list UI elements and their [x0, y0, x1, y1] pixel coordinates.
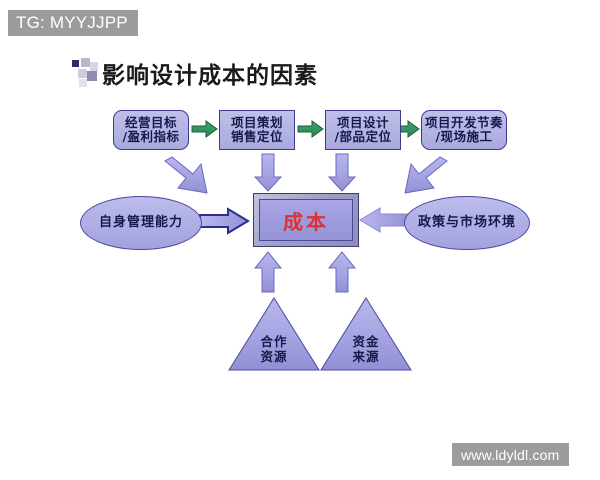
process-step-4-line2: /现场施工: [435, 129, 493, 144]
influence-left-triangle[interactable]: 合作 资源: [228, 297, 320, 371]
influence-left-triangle-label: 合作 资源: [228, 335, 320, 364]
influence-right-triangle-line1: 资金: [352, 334, 380, 350]
process-step-2-line1: 项目策划: [230, 114, 283, 130]
influence-left-ellipse[interactable]: 自身管理能力: [80, 196, 202, 250]
arrow-right-ellipse-to-center: [359, 207, 411, 233]
watermark-bottom: www.ldyldl.com: [452, 443, 569, 466]
influence-right-triangle[interactable]: 资金 来源: [320, 297, 412, 371]
process-step-1[interactable]: 经营目标 /盈利指标: [113, 110, 189, 150]
process-step-1-line2: /盈利指标: [122, 129, 180, 144]
influence-left-triangle-line1: 合作: [260, 334, 288, 350]
process-step-4-line1: 项目开发节奏: [424, 114, 503, 130]
connector-arrow-2: [297, 120, 324, 138]
center-cost-inner: 成本: [259, 199, 353, 241]
influence-right-ellipse-label: 政策与市场环境: [417, 214, 516, 230]
center-cost-label: 成本: [283, 209, 329, 234]
process-step-3-line1: 项目设计: [336, 114, 389, 130]
influence-right-ellipse[interactable]: 政策与市场环境: [404, 196, 530, 250]
influence-right-triangle-label: 资金 来源: [320, 335, 412, 364]
page-title-text: 影响设计成本的因素: [102, 63, 318, 89]
influence-right-triangle-line2: 来源: [352, 348, 380, 364]
arrow-right-triangle-to-center: [327, 251, 357, 293]
process-step-2[interactable]: 项目策划 销售定位: [219, 110, 295, 150]
process-step-4[interactable]: 项目开发节奏 /现场施工: [421, 110, 507, 150]
arrow-left-triangle-to-center: [253, 251, 283, 293]
process-step-3[interactable]: 项目设计 /部品定位: [325, 110, 401, 150]
connector-arrow-1: [191, 120, 218, 138]
arrow-left-ellipse-to-center: [199, 207, 250, 235]
arrow-box2-to-center: [253, 153, 283, 192]
decorative-squares-icon: [70, 58, 100, 88]
watermark-top: TG: MYYJJPP: [8, 10, 138, 36]
arrow-box4-to-center: [404, 156, 448, 194]
influence-left-triangle-line2: 资源: [260, 348, 288, 364]
process-step-3-line2: /部品定位: [334, 129, 392, 144]
process-step-2-line2: 销售定位: [230, 129, 283, 144]
process-step-1-line1: 经营目标: [124, 114, 177, 130]
arrow-box3-to-center: [327, 153, 357, 192]
arrow-box1-to-center: [164, 156, 208, 194]
influence-left-ellipse-label: 自身管理能力: [98, 214, 183, 230]
page-title: 影响设计成本的因素: [70, 54, 318, 88]
center-cost-node[interactable]: 成本: [253, 193, 359, 247]
